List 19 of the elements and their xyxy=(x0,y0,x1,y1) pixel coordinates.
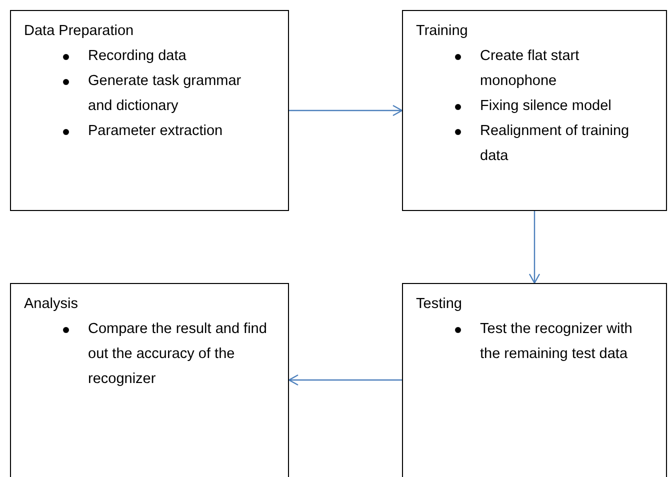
bullet-item: Recording data xyxy=(88,47,188,66)
bullet-item: Realignment of training data xyxy=(480,122,630,166)
box-heading: Analysis xyxy=(24,295,79,314)
process-box xyxy=(10,283,289,477)
box-heading: Data Preparation xyxy=(24,22,135,41)
bullet-item: Test the recognizer with the remaining test data xyxy=(480,320,634,364)
bullet-item: Create flat start monophone xyxy=(480,47,580,91)
arrow xyxy=(528,211,540,284)
arrow xyxy=(289,104,403,116)
process-box xyxy=(402,10,667,211)
bullet-item: Generate task grammar and dictionary xyxy=(88,72,242,116)
arrow xyxy=(288,374,402,386)
process-box xyxy=(402,283,667,477)
bullet-item: Compare the result and find out the accuracy of the recognizer xyxy=(88,320,268,389)
bullet-item: Parameter extraction xyxy=(88,122,224,141)
box-heading: Training xyxy=(416,22,469,41)
process-box xyxy=(10,10,289,211)
box-heading: Testing xyxy=(416,295,463,314)
bullet-item: Fixing silence model xyxy=(480,97,612,116)
